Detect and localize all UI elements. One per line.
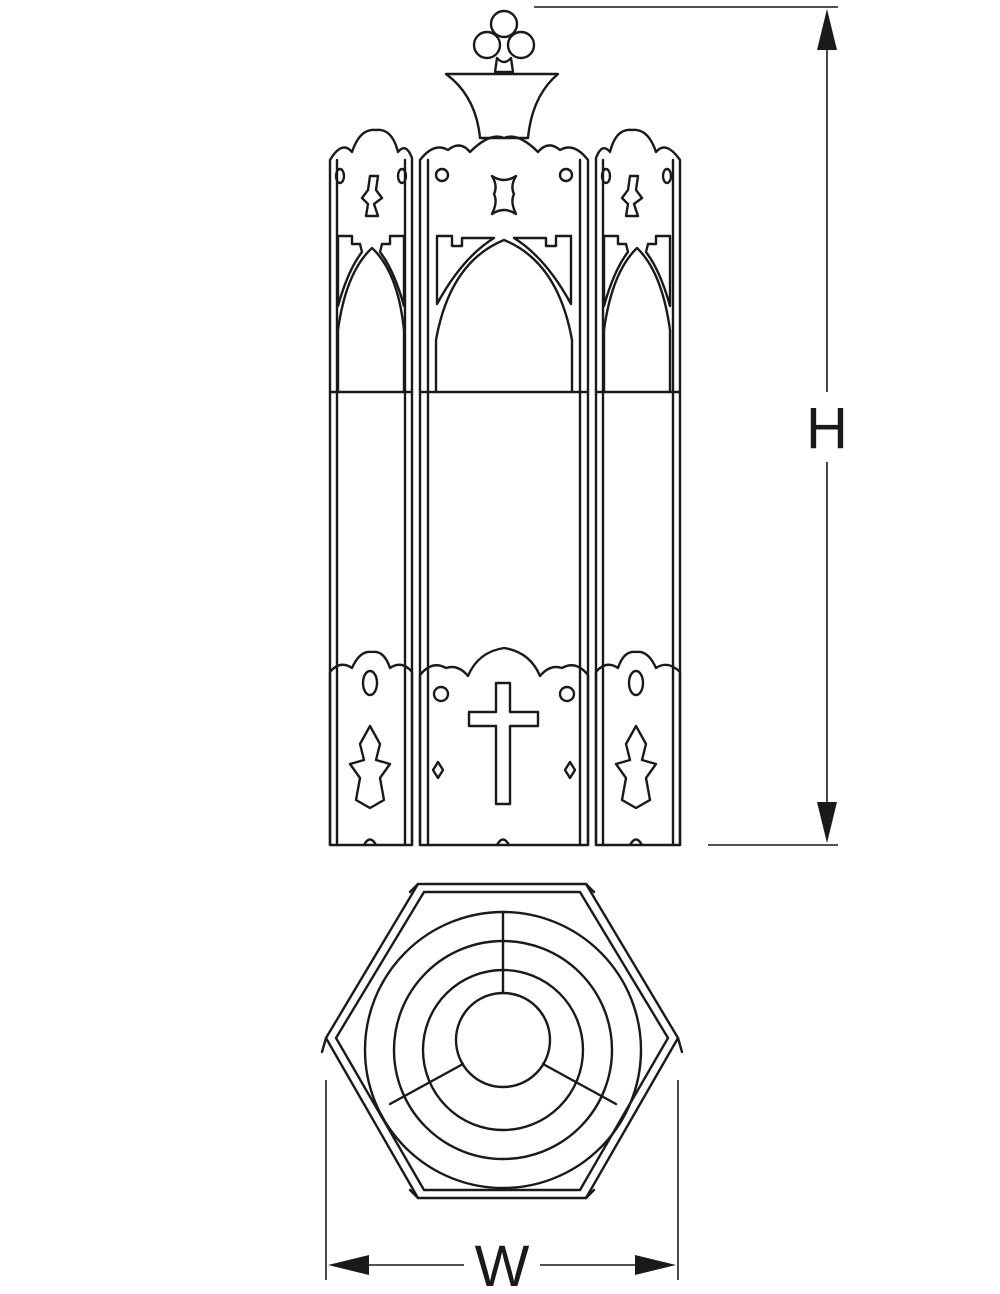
right-side-panel (594, 128, 682, 847)
spoke-right (541, 1062, 618, 1106)
trefoil-hanging-loop (472, 9, 536, 74)
lantern-front-elevation (328, 9, 682, 847)
lantern-plan-view (320, 882, 684, 1200)
height-label: H (806, 396, 848, 461)
hexagon-inner (334, 890, 670, 1192)
arrow-up-icon (817, 9, 837, 50)
center-panel (418, 135, 590, 847)
spoke-left (388, 1062, 465, 1106)
height-dimension: H (534, 6, 848, 846)
arrow-left-icon (328, 1255, 369, 1275)
width-label: W (475, 1234, 530, 1294)
arrow-right-icon (635, 1255, 676, 1275)
left-side-panel (328, 128, 414, 847)
top-canopy (444, 72, 560, 140)
center-socket (454, 991, 552, 1089)
width-dimension: W (325, 1080, 679, 1294)
arrow-down-icon (817, 802, 837, 843)
